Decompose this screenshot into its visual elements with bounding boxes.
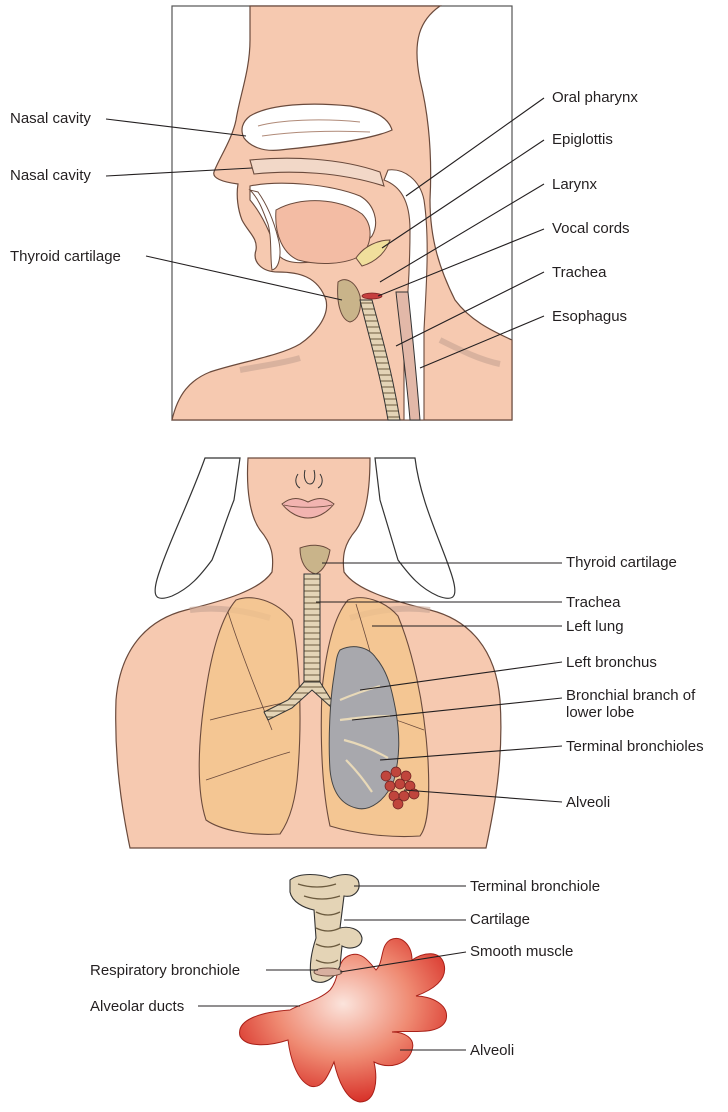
hair-right bbox=[375, 458, 455, 598]
label-esophagus: Esophagus bbox=[552, 308, 627, 325]
tongue bbox=[276, 201, 370, 264]
label-alveolar-ducts: Alveolar ducts bbox=[90, 998, 184, 1015]
alveoli-detail-illustration bbox=[240, 875, 447, 1103]
label-thyroid-cartilage-torso: Thyroid cartilage bbox=[566, 554, 677, 571]
label-left-bronchus: Left bronchus bbox=[566, 654, 657, 671]
head-cross-section bbox=[172, 6, 512, 420]
label-alveoli-torso: Alveoli bbox=[566, 794, 610, 811]
label-alveoli-detail: Alveoli bbox=[470, 1042, 514, 1059]
smooth-muscle-band bbox=[314, 968, 342, 976]
label-cartilage: Cartilage bbox=[470, 911, 530, 928]
label-trachea-head: Trachea bbox=[552, 264, 606, 281]
label-oral-pharynx: Oral pharynx bbox=[552, 89, 638, 106]
label-vocal-cords: Vocal cords bbox=[552, 220, 630, 237]
label-nasal-cavity-1: Nasal cavity bbox=[10, 110, 91, 127]
label-terminal-bronchiole: Terminal bronchiole bbox=[470, 878, 600, 895]
label-trachea-torso: Trachea bbox=[566, 594, 620, 611]
hair bbox=[155, 458, 240, 598]
label-terminal-bronchioles: Terminal bronchioles bbox=[566, 738, 704, 755]
label-nasal-cavity-2: Nasal cavity bbox=[10, 167, 91, 184]
label-respiratory-bronchiole: Respiratory bronchiole bbox=[90, 962, 240, 979]
torso-trachea bbox=[304, 574, 320, 682]
alveolar-sac bbox=[240, 938, 447, 1102]
label-left-lung: Left lung bbox=[566, 618, 624, 635]
torso-illustration bbox=[116, 458, 501, 848]
label-smooth-muscle: Smooth muscle bbox=[470, 943, 573, 960]
label-epiglottis: Epiglottis bbox=[552, 131, 613, 148]
label-thyroid-cartilage-head: Thyroid cartilage bbox=[10, 248, 121, 265]
label-larynx: Larynx bbox=[552, 176, 597, 193]
label-bronchial-branch-lower-lobe: Bronchial branch of lower lobe bbox=[566, 687, 716, 721]
